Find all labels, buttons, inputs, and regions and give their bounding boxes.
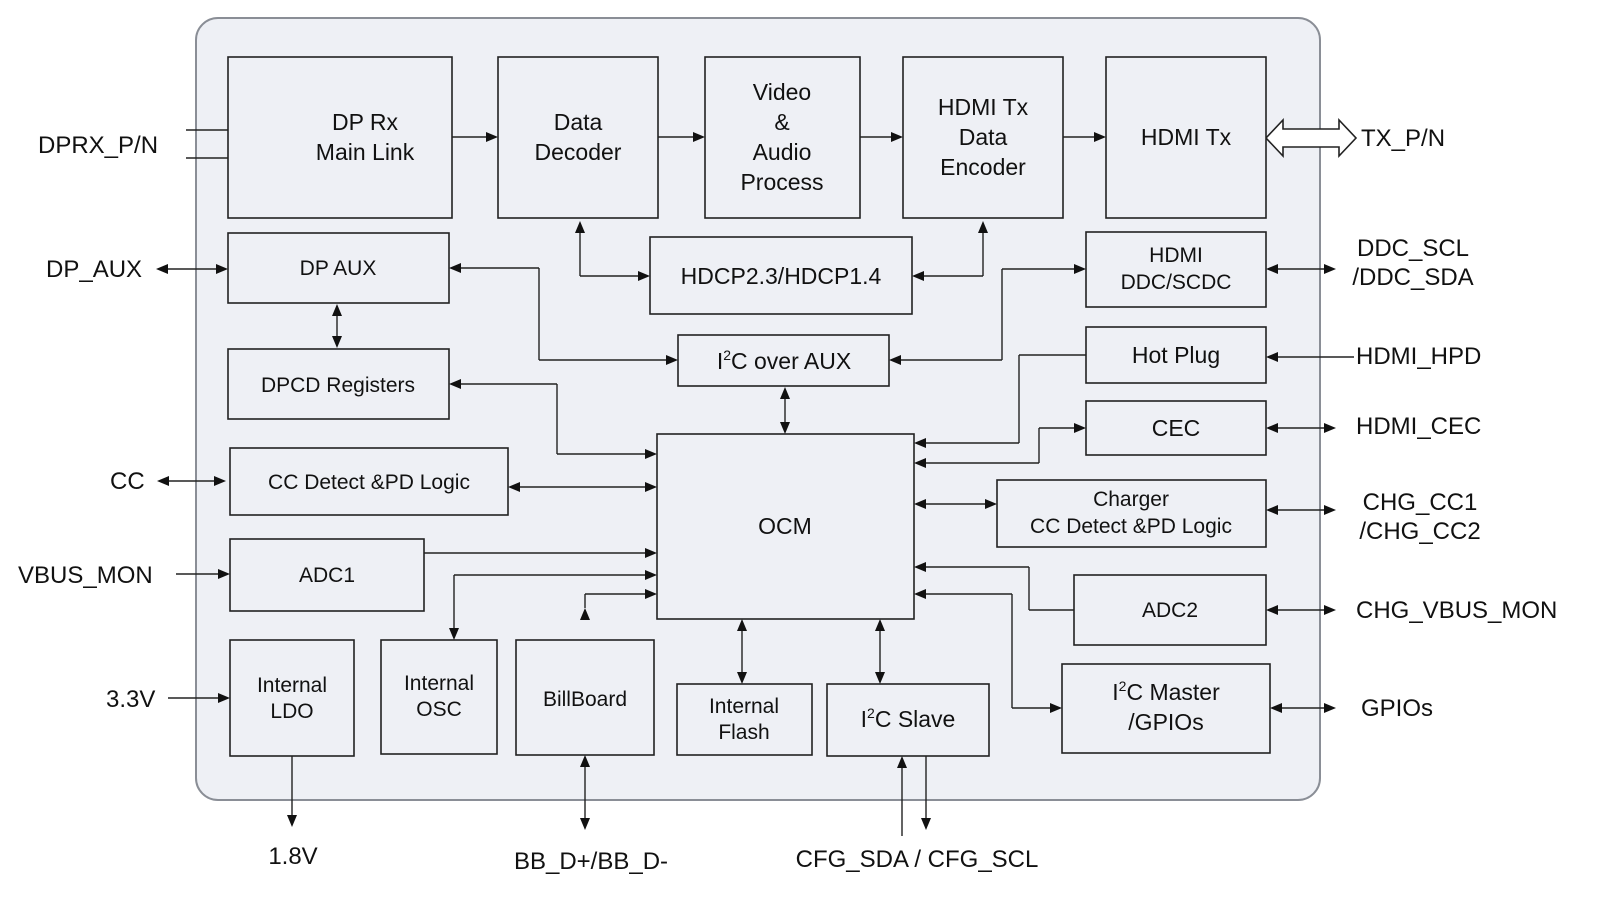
hdmi-ddc-scdc-block [1085,231,1267,308]
pin-chg-cc: CHG_CC1 [1363,489,1478,516]
pin-dp-aux: DP_AUX [46,256,142,283]
pin-gpios: GPIOs [1361,695,1433,722]
ldo-label: LDO [270,700,313,723]
i2c-master-label: /GPIOs [1128,709,1203,735]
dp-aux-label: DP AUX [300,257,377,280]
adc1-label: ADC1 [299,564,355,587]
cec-block [1085,400,1267,456]
i2c-slave-label: I2C Slave [861,705,956,732]
osc-label: Internal [404,672,474,695]
ocm-block [656,433,915,620]
connections [156,117,1358,836]
pin-ddc: /DDC_SDA [1352,264,1473,291]
pin-bb: BB_D+/BB_D- [514,848,668,875]
adc2-block [1073,574,1267,646]
blocks: DP Rx Main Link Data Decoder Video & Aud… [227,56,1271,757]
pin-ddc: DDC_SCL [1357,235,1469,262]
pin-labels: DPRX_P/N TX_P/N DP_AUX DDC_SCL /DDC_SDA … [18,125,1557,875]
pin-cc: CC [110,468,145,495]
video-audio-label: Process [740,169,823,195]
hdcp-label: HDCP2.3/HDCP1.4 [681,263,882,289]
pin-chg-cc: /CHG_CC2 [1359,518,1480,545]
i2c-slave-block [826,683,990,757]
pin-chg-vbus-mon: CHG_VBUS_MON [1356,597,1557,624]
pin-1v8: 1.8V [268,843,317,870]
dp-aux-block [227,232,450,304]
hot-plug-block [1085,326,1267,384]
flash-label: Internal [709,695,779,718]
video-audio-label: Audio [753,139,812,165]
internal-ldo-block [229,639,355,757]
i2c-over-aux-label: I2C over AUX [717,347,851,374]
charger-label: CC Detect &PD Logic [1030,515,1232,538]
i2c-master-gpios-block [1061,663,1271,754]
adc1-block [229,538,425,612]
video-audio-process-block [704,56,861,219]
data-decoder-label: Decoder [535,139,622,165]
hdmi-tx-data-encoder-block [902,56,1064,219]
pin-cfg: CFG_SDA / CFG_SCL [796,846,1039,873]
internal-osc-block [380,639,498,755]
internal-flash-block [676,683,813,756]
pin-3v3: 3.3V [106,686,155,713]
dp-rx-label: DP Rx [332,109,399,135]
tx-double-arrow-icon [1264,117,1358,159]
hdcp-block [649,236,913,315]
i2c-over-aux-block [677,334,890,387]
hdmi-tx-label: HDMI Tx [1141,124,1232,150]
i2c-master-label: I2C Master [1112,678,1220,705]
dp-rx-label: Main Link [316,139,415,165]
data-decoder-block [497,56,659,219]
hdmi-tx-encoder-label: Encoder [940,154,1026,180]
hdmi-tx-block [1105,56,1267,219]
video-audio-label: Video [753,79,811,105]
pin-dprx: DPRX_P/N [38,132,158,159]
pin-cec: HDMI_CEC [1356,413,1481,440]
charger-cc-detect-block [996,479,1267,548]
cec-label: CEC [1152,415,1201,441]
hdmi-tx-encoder-label: Data [959,124,1008,150]
dp-rx-main-link-block [227,56,453,219]
adc2-label: ADC2 [1142,599,1198,622]
cc-detect-label: CC Detect &PD Logic [268,471,470,494]
dpcd-registers-block [227,348,450,420]
osc-label: OSC [416,698,462,721]
hdmi-ddc-label: HDMI [1149,244,1203,267]
pin-hpd: HDMI_HPD [1356,343,1481,370]
pin-vbus-mon: VBUS_MON [18,562,153,589]
data-decoder-label: Data [554,109,603,135]
hdmi-ddc-label: DDC/SCDC [1121,271,1232,294]
billboard-block [515,639,655,756]
charger-label: Charger [1093,488,1169,511]
pin-tx: TX_P/N [1361,125,1445,152]
hot-plug-label: Hot Plug [1132,342,1220,368]
ldo-label: Internal [257,674,327,697]
dpcd-label: DPCD Registers [261,374,415,397]
hdmi-tx-encoder-label: HDMI Tx [938,94,1029,120]
flash-label: Flash [718,721,769,744]
cc-detect-pd-logic-block [229,447,509,516]
video-audio-label: & [774,109,789,135]
ocm-label: OCM [758,513,812,539]
billboard-label: BillBoard [543,688,627,711]
